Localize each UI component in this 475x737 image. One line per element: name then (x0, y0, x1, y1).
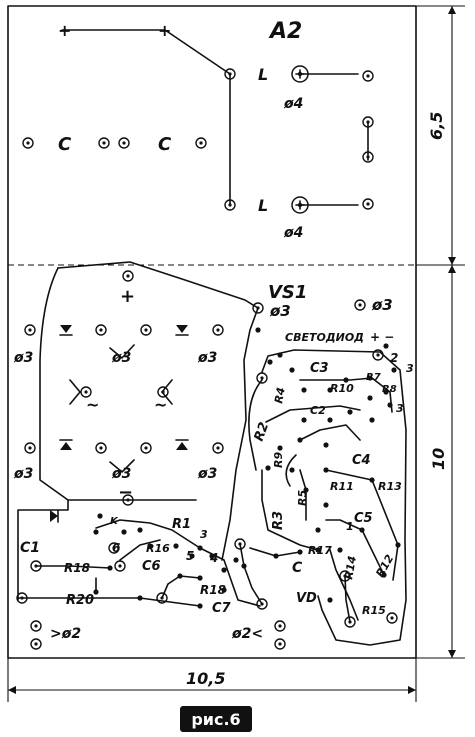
diode-symbols (50, 325, 189, 523)
label-r18-mid: R18 (200, 583, 226, 597)
dim-top-height: 6,5 (427, 112, 446, 140)
a2-hole-top-label: ø4 (283, 96, 303, 112)
label-r17: R17 (308, 544, 332, 557)
a2-l-top: L (258, 65, 268, 84)
pin-3b: 3 (396, 402, 404, 415)
hole-left-2-label: ø3 (13, 466, 33, 482)
pin-6: 6 (112, 541, 120, 555)
pin-1: 1 (346, 520, 354, 533)
dim-bottom-height: 10 (429, 448, 448, 470)
component-labels: C1 C3 C4 C5 C6 C7 C C2 VD R1 R2 R3 R4 R5… (20, 361, 402, 617)
label-r9: R9 (272, 452, 285, 468)
a2-c-left: C (58, 134, 72, 155)
label-r2: R2 (252, 420, 273, 443)
pin-k: K (110, 516, 119, 527)
hole-left-1-label: ø3 (13, 350, 33, 366)
hole-bottom-left-label: >ø2 (50, 626, 81, 642)
label-r13: R13 (378, 480, 402, 493)
label-c4: C4 (352, 453, 371, 468)
pin-3c: 3 (200, 528, 208, 541)
label-r8: R8 (382, 384, 397, 395)
label-r1: R1 (172, 517, 191, 532)
label-c: C (292, 560, 303, 576)
label-c3: C3 (310, 361, 329, 376)
hole-right-1-label: ø3 (197, 350, 217, 366)
label-r15: R15 (362, 604, 386, 617)
label-r10: R10 (330, 382, 354, 395)
label-c5: C5 (354, 511, 373, 526)
label-r18-left: R18 (64, 561, 90, 575)
board-outline (7, 5, 417, 659)
figure-caption: рис.6 (180, 706, 252, 732)
hole-right-2-label: ø3 (197, 466, 217, 482)
main-traces (17, 261, 407, 646)
hole-bottom-right-label: ø2< (231, 626, 263, 642)
pin-4: 4 (209, 551, 218, 565)
label-r20: R20 (66, 593, 94, 608)
label-r3: R3 (271, 511, 286, 530)
label-vd: VD (296, 591, 317, 606)
pin-2: 2 (390, 351, 398, 365)
pin-3a: 3 (406, 362, 414, 375)
hole-top-right-label: ø3 (371, 296, 393, 314)
plus-top: + (120, 286, 135, 307)
label-r11: R11 (330, 480, 354, 493)
a2-plus-left: + (58, 21, 71, 40)
a2-pads (22, 65, 374, 214)
label-r7: R7 (366, 372, 381, 383)
vs1-label: VS1 (268, 282, 307, 303)
label-r16: R16 (146, 542, 170, 555)
hole-vs1-label: ø3 (269, 302, 291, 320)
pin-labels: 2 3 3 3 4 5 6 1 K (110, 351, 414, 565)
label-r14: R14 (342, 555, 359, 581)
dim-width: 10,5 (186, 669, 225, 688)
label-c1: C1 (20, 540, 40, 556)
a2-traces (61, 29, 369, 206)
tilde-right: ~ (154, 395, 167, 414)
tilde-left: ~ (86, 395, 99, 414)
pin-5: 5 (186, 549, 194, 563)
led-label: СВЕТОДИОД (285, 331, 364, 344)
a2-title: A2 (268, 19, 302, 44)
hole-mid-2-label: ø3 (111, 466, 131, 482)
a2-plus-right: + (158, 21, 171, 40)
label-c2: C2 (310, 404, 326, 417)
label-c7: C7 (212, 601, 232, 616)
a2-l-bottom: L (258, 196, 268, 215)
dimension-lines (7, 5, 465, 702)
label-c6: C6 (142, 559, 161, 574)
label-r5: R5 (296, 490, 309, 506)
solder-dots (93, 327, 401, 609)
a2-hole-bottom-label: ø4 (283, 225, 303, 241)
led-polarity: + − (370, 330, 394, 344)
minus-bottom: − (118, 482, 133, 503)
a2-c-right: C (158, 134, 172, 155)
label-r4: R4 (272, 386, 288, 404)
hole-mid-1-label: ø3 (111, 350, 131, 366)
